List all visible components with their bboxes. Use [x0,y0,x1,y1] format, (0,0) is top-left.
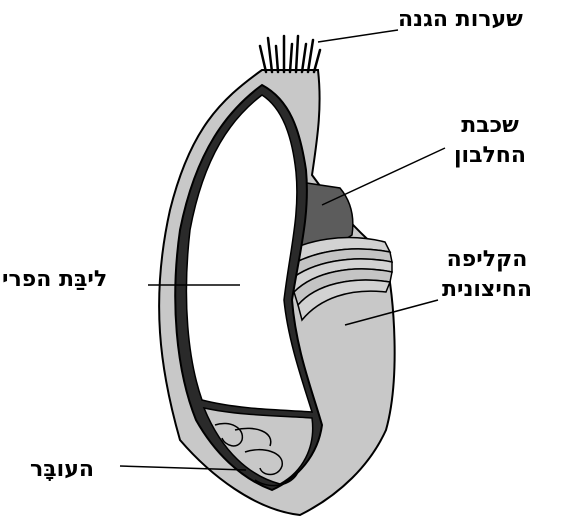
label-outer-shell: הקליפה החיצונית [412,245,562,305]
label-protective-hairs: שערות הגנה [398,5,566,35]
protective-hairs [260,36,320,72]
label-fruit-core: ליבַּת הפרי [2,265,152,295]
label-protein-layer: שכבת החלבון [430,111,550,171]
leader-hairs [318,30,398,42]
leader-protein [322,148,445,205]
label-embryo: העובָּר [30,455,130,485]
